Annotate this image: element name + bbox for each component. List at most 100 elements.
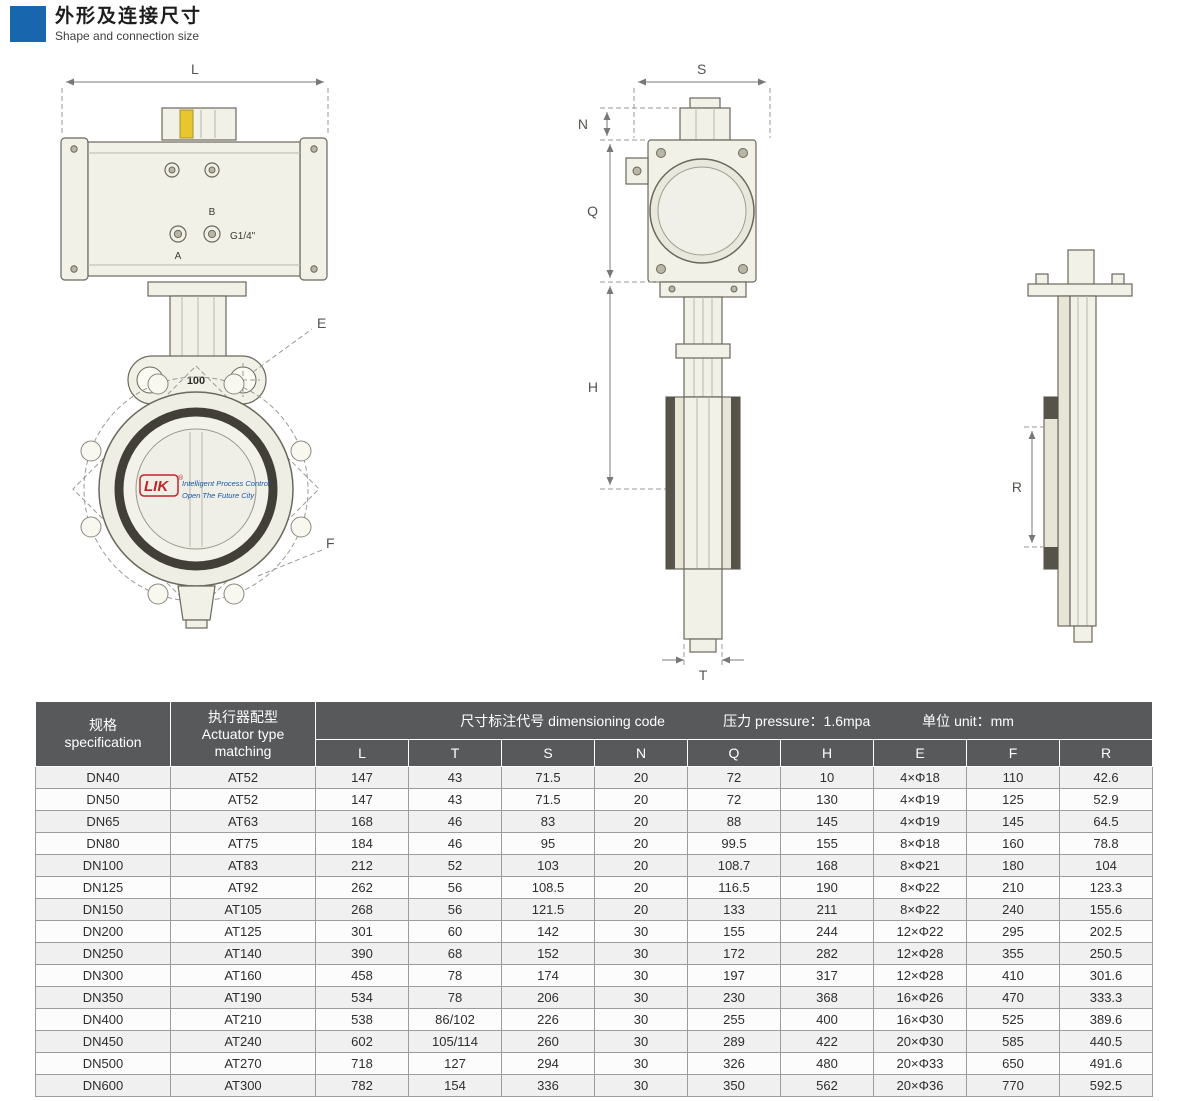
table-cell: 110 [966, 766, 1060, 789]
air-ports: B G1/4" A [169, 207, 256, 262]
table-cell: 4×Φ18 [873, 766, 967, 789]
table-cell: AT300 [170, 1074, 316, 1097]
table-cell: DN200 [35, 920, 171, 943]
table-cell: DN450 [35, 1030, 171, 1053]
table-cell: 68 [408, 942, 502, 965]
table-cell: 71.5 [501, 788, 595, 811]
table-cell: AT92 [170, 876, 316, 899]
table-cell: 108.7 [687, 854, 781, 877]
table-cell: DN350 [35, 986, 171, 1009]
table-cell: DN250 [35, 942, 171, 965]
table-cell: 650 [966, 1052, 1060, 1075]
table-cell: AT75 [170, 832, 316, 855]
table-cell: 20 [594, 766, 688, 789]
table-cell: 20 [594, 854, 688, 877]
table-cell: 99.5 [687, 832, 781, 855]
header-col-q: Q [687, 739, 781, 767]
table-cell: 10 [780, 766, 874, 789]
table-cell: 718 [315, 1052, 409, 1075]
table-cell: AT52 [170, 788, 316, 811]
table-cell: 20 [594, 810, 688, 833]
header-titles: 外形及连接尺寸 Shape and connection size [55, 6, 202, 43]
table-cell: 72 [687, 788, 781, 811]
table-cell: 46 [408, 832, 502, 855]
table-cell: 202.5 [1058, 920, 1154, 943]
table-cell: 260 [501, 1030, 595, 1053]
table-cell: 458 [315, 964, 409, 987]
table-cell: 422 [780, 1030, 874, 1053]
table-cell: 197 [687, 964, 781, 987]
actuator-top-indicator [161, 107, 237, 141]
table-cell: 301 [315, 920, 409, 943]
table-cell: 8×Φ22 [873, 876, 967, 899]
logo-tagline-2: Open The Future City [182, 491, 255, 500]
table-cell: 147 [315, 788, 409, 811]
table-cell: 355 [966, 942, 1060, 965]
profile-view: R [1012, 249, 1133, 643]
table-cell: 16×Φ26 [873, 986, 967, 1009]
table-cell: 289 [687, 1030, 781, 1053]
front-view: L [60, 61, 335, 629]
table-cell: 56 [408, 876, 502, 899]
header-col-t: T [408, 739, 502, 767]
table-cell: 142 [501, 920, 595, 943]
dim-label-q: Q [587, 203, 598, 219]
table-cell: 133 [687, 898, 781, 921]
table-cell: 212 [315, 854, 409, 877]
table-cell: 770 [966, 1074, 1060, 1097]
port-label-a: A [175, 251, 182, 262]
valve-neck-side [675, 296, 731, 398]
table-cell: 8×Φ21 [873, 854, 967, 877]
table-cell: 71.5 [501, 766, 595, 789]
table-cell: DN100 [35, 854, 171, 877]
table-cell: 470 [966, 986, 1060, 1009]
table-cell: 95 [501, 832, 595, 855]
actuator-body-front [60, 137, 328, 281]
table-cell: 230 [687, 986, 781, 1009]
header-dimensioning-code: 尺寸标注代号 dimensioning code [460, 712, 665, 729]
table-cell: 410 [966, 964, 1060, 987]
table-cell: 562 [780, 1074, 874, 1097]
table-cell: 336 [501, 1074, 595, 1097]
header-spec-en: specification [64, 734, 142, 750]
header-col-h: H [780, 739, 874, 767]
table-cell: 145 [780, 810, 874, 833]
table-cell: 155 [687, 920, 781, 943]
actuator-body-side [625, 139, 757, 283]
header-specification: 规格 specification [35, 701, 171, 767]
table-cell: 12×Φ28 [873, 942, 967, 965]
valve-body-side [665, 396, 741, 653]
table-cell: 295 [966, 920, 1060, 943]
table-cell: AT83 [170, 854, 316, 877]
table-cell: 525 [966, 1008, 1060, 1031]
header-accent-square [10, 6, 46, 42]
table-cell: AT63 [170, 810, 316, 833]
table-cell: 538 [315, 1008, 409, 1031]
header-col-e: E [873, 739, 967, 767]
table-cell: 480 [780, 1052, 874, 1075]
table-cell: 52.9 [1058, 788, 1154, 811]
table-cell: 174 [501, 964, 595, 987]
table-header: 规格 specification 执行器配型 Actuator type mat… [35, 701, 1154, 767]
table-cell: 30 [594, 964, 688, 987]
table-cell: 30 [594, 1030, 688, 1053]
table-cell: AT210 [170, 1008, 316, 1031]
table-cell: 83 [501, 810, 595, 833]
header-col-r: R [1058, 739, 1154, 767]
table-cell: 168 [315, 810, 409, 833]
table-cell: 88 [687, 810, 781, 833]
table-cell: 317 [780, 964, 874, 987]
header-col-f: F [966, 739, 1060, 767]
table-cell: 155 [780, 832, 874, 855]
table-cell: 602 [315, 1030, 409, 1053]
table-cell: 368 [780, 986, 874, 1009]
table-cell: 30 [594, 986, 688, 1009]
table-cell: AT270 [170, 1052, 316, 1075]
table-cell: DN150 [35, 898, 171, 921]
yellow-indicator [179, 109, 194, 139]
